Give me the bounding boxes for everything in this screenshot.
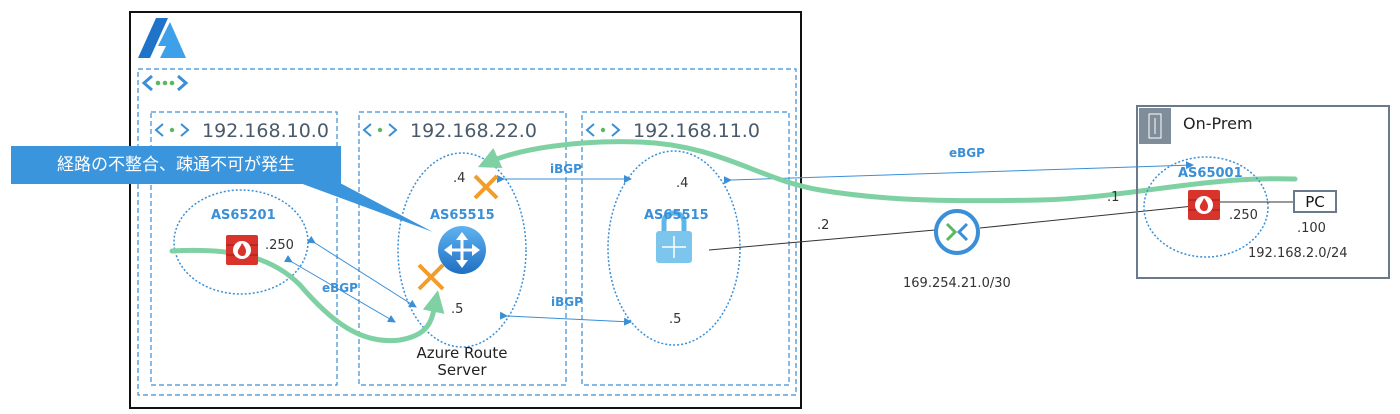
asn-firewall-left: AS65201 [211, 208, 276, 223]
ebgp-link-lower [283, 255, 396, 323]
subnet-icon-middle [362, 123, 398, 137]
tunnel-subnet: 169.254.21.0/30 [903, 276, 1011, 291]
error-x-icon-top [473, 174, 499, 200]
vpn-gateway-lock-icon [656, 210, 692, 263]
pc-box [1293, 190, 1337, 213]
vnet-frame [137, 68, 797, 396]
tunnel-line-right [979, 203, 1214, 229]
ibgp-link-bottom [499, 311, 632, 326]
onprem-firewall-icon [1188, 190, 1220, 220]
route-server-icon [438, 226, 486, 274]
asn-vpn-gateway: AS65515 [644, 208, 709, 223]
onprem-frame [1136, 105, 1390, 279]
ip-vpn-gateway-bottom: .5 [669, 312, 681, 327]
subnet-icon-right [585, 123, 621, 137]
ip-onprem-tunnel: .1 [1107, 190, 1119, 205]
route-path-onprem [477, 139, 1298, 204]
azure-logo-icon [138, 18, 186, 58]
ip-onprem-router: .250 [1229, 208, 1258, 223]
tunnel-ip-left: .2 [817, 218, 829, 233]
bgp-peer-ellipse-right [607, 150, 741, 346]
subnet-label-right: 192.168.11.0 [633, 120, 760, 142]
route-path-left [169, 247, 445, 344]
label-ibgp-bottom: iBGP [551, 295, 583, 309]
ip-firewall-left: .250 [265, 238, 294, 253]
pc-label: PC [1305, 193, 1325, 211]
vnet-icon [141, 74, 189, 92]
ip-route-server-bottom: .5 [451, 302, 463, 317]
route-server-name-line2: Server [437, 361, 487, 379]
label-ebgp-onprem: eBGP [949, 146, 985, 160]
error-x-icon-bottom [417, 263, 445, 291]
onprem-subnet: 192.168.2.0/24 [1248, 246, 1348, 261]
pc-ip: .100 [1297, 221, 1326, 236]
label-ibgp-top: iBGP [550, 162, 582, 176]
subnet-icon-left [154, 123, 190, 137]
asn-route-server: AS65515 [430, 208, 495, 223]
bgp-peer-ellipse-onprem [1143, 156, 1269, 258]
route-server-name-line1: Azure Route [416, 344, 507, 362]
bgp-peer-ellipse-middle [397, 152, 527, 348]
subnet-label-middle: 192.168.22.0 [410, 120, 537, 142]
firewall-icon [226, 235, 258, 265]
onprem-title: On-Prem [1183, 114, 1253, 133]
asn-onprem-router: AS65001 [1178, 166, 1243, 181]
tunnel-line-left [708, 229, 936, 251]
subnet-label-left: 192.168.10.0 [202, 120, 329, 142]
ip-vpn-gateway-top: .4 [676, 176, 688, 191]
error-callout: 経路の不整合、疎通不可が発生 [11, 146, 341, 184]
azure-frame [129, 11, 802, 409]
ip-route-server-top: .4 [453, 171, 465, 186]
ebgp-link-onprem [723, 161, 1194, 185]
label-ebgp-left: eBGP [322, 281, 358, 295]
connection-icon [934, 209, 980, 255]
